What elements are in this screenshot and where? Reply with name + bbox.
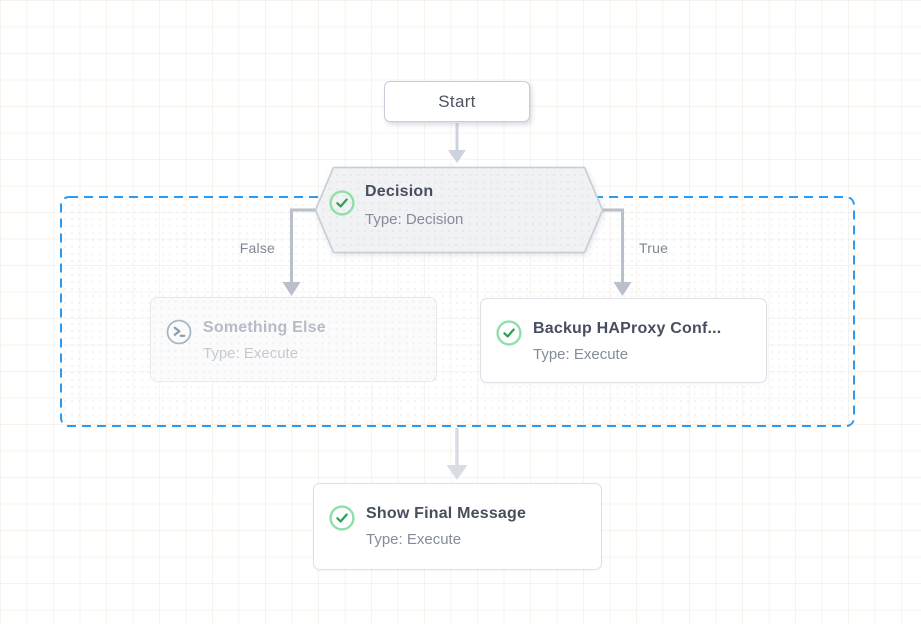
something-else-node[interactable]: Something Else Type: Execute: [150, 297, 437, 382]
something-else-node-subtitle: Type: Execute: [203, 345, 299, 362]
success-check-icon: [329, 190, 355, 221]
edge-decision-true: [601, 208, 632, 296]
true-branch-label: True: [639, 240, 669, 256]
decision-node-subtitle: Type: Decision: [365, 211, 464, 228]
show-final-message-node[interactable]: Show Final Message Type: Execute: [313, 483, 602, 570]
edge-branch-to-final: [446, 428, 468, 480]
show-final-message-node-subtitle: Type: Execute: [366, 531, 462, 548]
terminal-icon: [166, 319, 192, 350]
false-branch-label: False: [239, 240, 275, 256]
decision-node-title: Decision: [365, 183, 434, 200]
edge-start-to-decision: [448, 123, 466, 163]
backup-haproxy-node-subtitle: Type: Execute: [533, 346, 629, 363]
start-node-label: Start: [438, 91, 476, 111]
success-check-icon: [329, 505, 355, 536]
start-node[interactable]: Start: [384, 81, 530, 122]
hexagon-shape: [314, 166, 604, 254]
show-final-message-node-title: Show Final Message: [366, 505, 527, 522]
backup-haproxy-node-title: Backup HAProxy Conf...: [533, 320, 722, 337]
success-check-icon: [496, 320, 522, 351]
edge-decision-false: [282, 208, 317, 296]
something-else-node-title: Something Else: [203, 319, 326, 336]
backup-haproxy-node[interactable]: Backup HAProxy Conf... Type: Execute: [480, 298, 767, 383]
decision-node[interactable]: Decision Type: Decision: [314, 166, 604, 254]
